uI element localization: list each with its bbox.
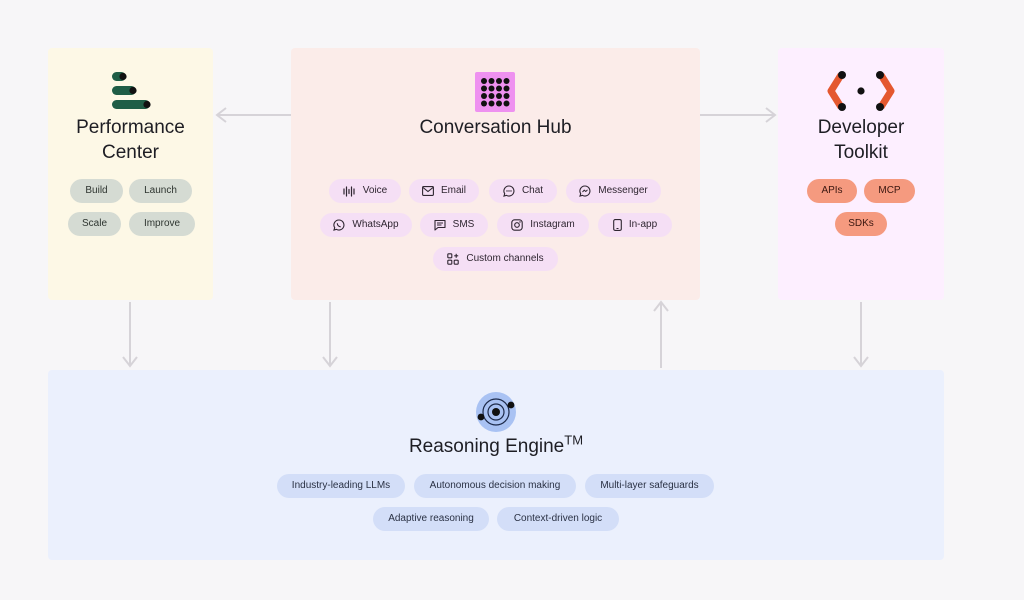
performance-center-title-line1: Performance — [76, 117, 185, 138]
channel-voice-label: Voice — [362, 185, 388, 196]
sms-icon — [434, 219, 446, 231]
voice-icon — [343, 185, 355, 197]
channel-chat: Chat — [489, 179, 557, 203]
trademark-mark: TM — [564, 432, 584, 448]
reasoning-engine-card: Reasoning EngineTM Industry-leading LLMs… — [48, 370, 944, 560]
channel-in-app: In-app — [598, 213, 672, 237]
email-icon — [422, 186, 434, 196]
pill-scale: Scale — [68, 212, 121, 236]
pill-multi-layer-safeguards: Multi-layer safeguards — [585, 474, 714, 498]
conversation-hub-card: Conversation Hub Voice Email Chat Messen… — [291, 48, 700, 300]
channel-messenger-label: Messenger — [598, 185, 648, 196]
channel-instagram-label: Instagram — [530, 219, 575, 230]
pill-autonomous-decision-making: Autonomous decision making — [414, 474, 576, 498]
pill-context-driven-logic: Context-driven logic — [497, 507, 619, 531]
channel-whatsapp: WhatsApp — [320, 213, 412, 237]
pill-launch: Launch — [129, 179, 192, 203]
channel-voice: Voice — [329, 179, 401, 203]
channel-custom: Custom channels — [433, 247, 558, 271]
phone-icon — [612, 219, 622, 231]
pill-apis: APIs — [807, 179, 857, 203]
developer-toolkit-code-icon — [827, 71, 895, 111]
conversation-hub-grid-icon — [475, 72, 515, 112]
developer-toolkit-title-line2: Toolkit — [834, 142, 888, 163]
channel-in-app-label: In-app — [628, 219, 658, 230]
channel-messenger: Messenger — [566, 179, 661, 203]
conversation-hub-title: Conversation Hub — [419, 117, 572, 138]
channel-custom-label: Custom channels — [466, 253, 544, 264]
channel-instagram: Instagram — [497, 213, 589, 237]
pill-improve: Improve — [129, 212, 195, 236]
custom-channels-icon — [447, 253, 460, 265]
channel-sms-label: SMS — [452, 219, 475, 230]
messenger-icon — [579, 185, 591, 197]
channel-sms: SMS — [420, 213, 488, 237]
chat-icon — [503, 185, 515, 197]
developer-toolkit-card: Developer Toolkit APIs MCP SDKs — [778, 48, 944, 300]
whatsapp-icon — [333, 219, 345, 231]
pill-build: Build — [70, 179, 123, 203]
instagram-icon — [511, 219, 524, 231]
channel-whatsapp-label: WhatsApp — [352, 219, 399, 230]
channel-email-label: Email — [440, 185, 466, 196]
performance-center-card: Performance Center Build Launch Scale Im… — [48, 48, 213, 300]
channel-chat-label: Chat — [521, 185, 544, 196]
pill-mcp: MCP — [864, 179, 915, 203]
reasoning-engine-title-wrap: Reasoning EngineTM — [48, 434, 944, 459]
channel-email: Email — [409, 179, 479, 203]
pill-sdks: SDKs — [835, 212, 887, 236]
pill-industry-leading-llms: Industry-leading LLMs — [277, 474, 405, 498]
performance-center-logo-icon — [112, 72, 151, 109]
reasoning-engine-title: Reasoning Engine — [408, 436, 565, 457]
reasoning-engine-orbit-icon — [476, 392, 516, 432]
performance-center-title-line2: Center — [101, 142, 160, 163]
pill-adaptive-reasoning: Adaptive reasoning — [373, 507, 489, 531]
developer-toolkit-title-line1: Developer — [817, 117, 905, 138]
